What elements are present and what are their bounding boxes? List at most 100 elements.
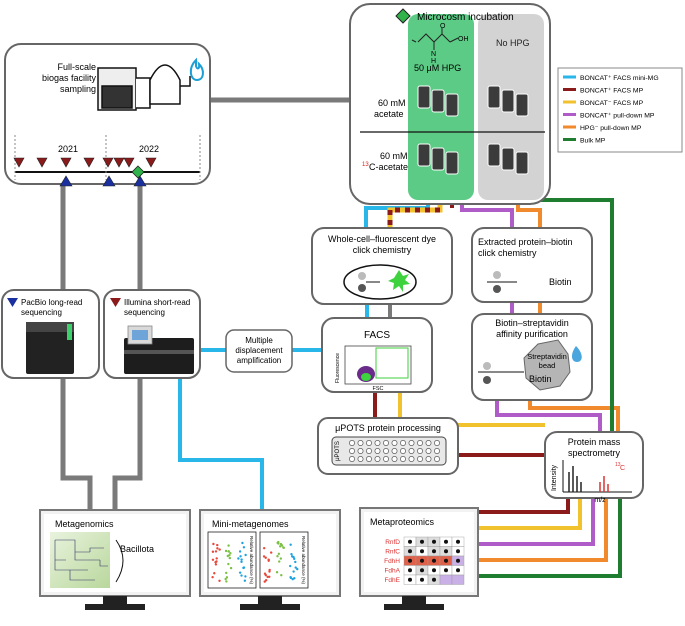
facs-population-core [361, 373, 371, 381]
biotin2-label: Biotin [529, 374, 552, 384]
clade-bracket [115, 539, 124, 583]
minimg-dot [263, 580, 266, 583]
minimg-dot [264, 574, 268, 577]
heatmap-dot [420, 558, 424, 563]
bottle [501, 89, 515, 113]
mol-h: H [431, 58, 436, 65]
streptavidin-line2: bead [539, 361, 556, 370]
hpg-molecule [411, 28, 459, 50]
metaproteomics-title: Metaproteomics [370, 517, 435, 527]
upots-well [434, 456, 440, 462]
legend-box [557, 67, 683, 153]
illumina-line2: sequencing [124, 308, 165, 317]
minimg-dot [216, 547, 219, 550]
upots-well [391, 456, 398, 462]
extract-line2: click chemistry [478, 248, 537, 258]
minimg-dot [238, 571, 242, 574]
bottle [445, 93, 459, 117]
sampling-markers [13, 157, 157, 187]
upots-well [349, 440, 355, 446]
pacbio-instrument-icon [26, 322, 74, 374]
year-2022: 2022 [139, 144, 159, 154]
legend-item: BONCAT⁺ FACS MP [580, 88, 644, 95]
minimg-dot [211, 550, 215, 553]
upots-well [408, 448, 415, 454]
illumina-marker-icon [110, 298, 121, 307]
upots-well [408, 440, 415, 446]
minimg-dot [294, 566, 297, 569]
biotin-click-box [471, 227, 593, 303]
affinity-line2: affinity purification [496, 329, 568, 339]
facs-gate [375, 347, 409, 379]
minimg-dot [296, 567, 299, 571]
heatmap-cell [439, 574, 453, 585]
minimg-dot [244, 553, 247, 557]
illumina-sample-icon [123, 157, 135, 168]
ms-13c-label: C [620, 465, 625, 472]
minimg-dot [277, 552, 281, 556]
minimg-dot [243, 579, 247, 582]
illumina-sample-icon [113, 157, 125, 168]
heatmap-dot [456, 558, 460, 563]
atom-icon [358, 272, 366, 280]
minimg-dot [276, 555, 279, 558]
biotin-click-panel: Extracted protein–biotin click chemistry… [471, 227, 593, 303]
heatmap-dot [420, 549, 424, 554]
bacillota-label: Bacillota [120, 544, 154, 554]
pacbio-sample-icon [133, 175, 147, 187]
upots-well [417, 448, 423, 454]
ms-x-label: m/z [594, 497, 606, 504]
minimg-dot [218, 579, 221, 582]
hpg-label: 50 μM HPG [414, 63, 461, 73]
monitor-base [384, 604, 444, 610]
atom-icon [483, 362, 491, 370]
microcosm-title: Microcosm incubation [417, 12, 514, 23]
atom-icon [358, 284, 366, 292]
heatmap-dot [408, 568, 412, 573]
minimg-dot [211, 575, 214, 579]
no-hpg-label: No HPG [496, 38, 530, 48]
heatmap-dot [456, 549, 460, 554]
bottle-group-hpg-13c [417, 143, 459, 175]
upots-well [425, 440, 432, 446]
upots-well [400, 440, 406, 446]
minimg-dot [214, 550, 218, 553]
gene-label: RnfD [385, 539, 400, 546]
gene-label: FdhE [384, 577, 400, 584]
legend-item: HPG⁻ pull-down MP [580, 125, 642, 132]
minimg-dot [213, 572, 216, 575]
minimg-dot [240, 560, 243, 564]
upots-well [417, 456, 423, 462]
upots-well [434, 440, 440, 446]
heatmap-dot [456, 568, 460, 573]
mol-o: O [440, 23, 446, 30]
pacbio-line1: PacBio long-read [21, 298, 82, 307]
minimg-plot-right [259, 531, 309, 589]
biogas-line3: sampling [60, 84, 96, 94]
heatmap-dot [432, 539, 436, 544]
mda-line1: Multiple [245, 336, 273, 345]
legend-item: Bulk MP [580, 138, 606, 145]
diamond-icon [395, 8, 411, 24]
monitor-base [85, 604, 145, 610]
minimg-dot [225, 571, 228, 575]
bottle [515, 151, 529, 175]
row2-label-line2: C-acetate [369, 162, 408, 172]
upots-well [374, 440, 381, 446]
minimg-dot [224, 577, 227, 581]
minimg-dot [282, 546, 285, 549]
minimg-dot [275, 571, 279, 574]
upots-well [417, 440, 423, 446]
minimg-plot-left [207, 531, 257, 589]
heatmap-cell [451, 574, 465, 585]
upots-well [391, 440, 398, 446]
minimg-dot [242, 566, 246, 569]
minimg-dot [238, 550, 242, 553]
bottle-group-nohpg-13c [487, 143, 529, 175]
cell-click-line1: Whole-cell–fluorescent dye [328, 234, 436, 244]
heatmap-dot [420, 539, 424, 544]
minimg-dot [279, 557, 283, 560]
mda-line2: displacement [235, 346, 283, 355]
